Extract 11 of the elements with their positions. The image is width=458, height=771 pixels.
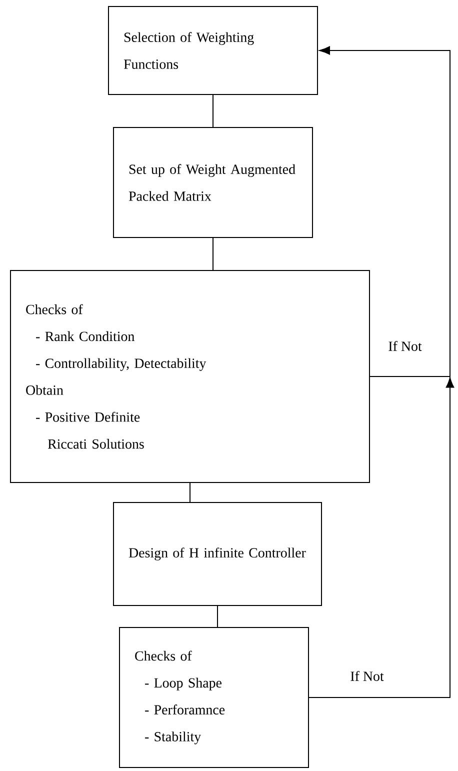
process-box: Selection of Weighting Functions [108, 6, 318, 95]
connector-line [217, 606, 218, 628]
edge-label: If Not [349, 670, 385, 682]
feedback-arrow [308, 46, 450, 698]
edge-label: If Not [387, 340, 423, 352]
connector-line [212, 94, 214, 128]
process-box: Checks of - Rank Condition - Controllability, Detectability Obtain - Positive Definite Riccati Solutions [10, 270, 370, 483]
process-box: Set up of Weight Augmented Packed Matrix [113, 127, 313, 238]
process-box: Checks of - Loop Shape - Perforamnce - Stability [119, 627, 309, 768]
process-box: Design of H infinite Controller [113, 502, 322, 606]
connector-line [212, 238, 214, 270]
